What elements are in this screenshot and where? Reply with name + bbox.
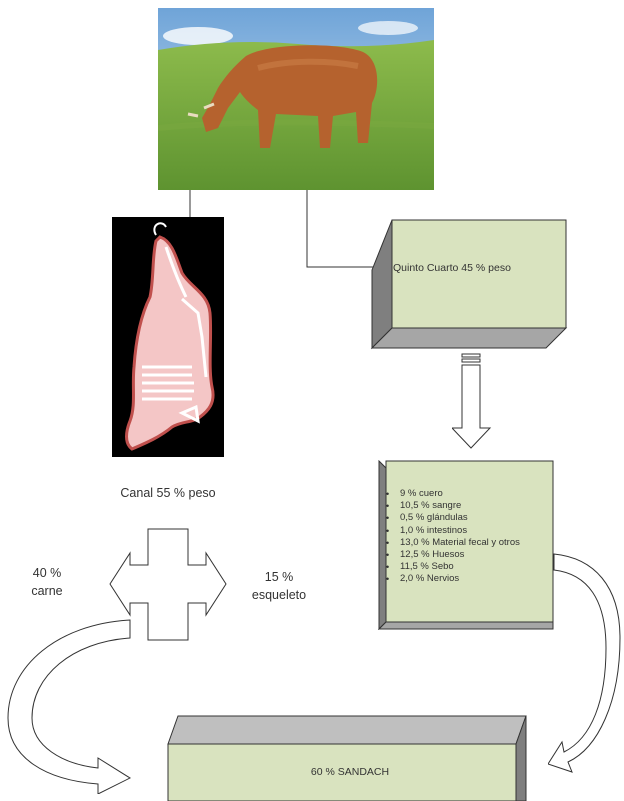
carne-label: 40 % carne	[22, 564, 72, 600]
quinto-cuarto-label: Quinto Cuarto 45 % peso	[393, 262, 563, 274]
list-item: 12,5 % Huesos	[382, 549, 520, 561]
curved-arrow-right-icon	[548, 552, 624, 788]
list-item: 11,5 % Sebo	[382, 561, 520, 573]
list-item: 13,0 % Material fecal y otros	[382, 537, 520, 549]
list-item: 9 % cuero	[382, 488, 520, 500]
sandach-label: 60 % SANDACH	[230, 766, 470, 778]
down-arrow-icon	[452, 352, 492, 450]
curved-arrow-left-icon	[2, 618, 138, 794]
carne-word: carne	[22, 582, 72, 600]
composition-list: 9 % cuero 10,5 % sangre 0,5 % glándulas …	[382, 488, 520, 586]
list-item: 2,0 % Nervios	[382, 573, 520, 585]
list-item: 1,0 % intestinos	[382, 525, 520, 537]
cow-photo	[158, 8, 434, 190]
list-item: 0,5 % glándulas	[382, 512, 520, 524]
esqueleto-word: esqueleto	[244, 586, 314, 604]
beef-carcass-illustration	[112, 217, 224, 457]
esqueleto-label: 15 % esqueleto	[244, 568, 314, 604]
quinto-cuarto-box	[370, 218, 570, 350]
sandach-box	[166, 714, 528, 801]
list-item: 10,5 % sangre	[382, 500, 520, 512]
carne-percent: 40 %	[22, 564, 72, 582]
esqueleto-percent: 15 %	[244, 568, 314, 586]
canal-label: Canal 55 % peso	[108, 486, 228, 500]
